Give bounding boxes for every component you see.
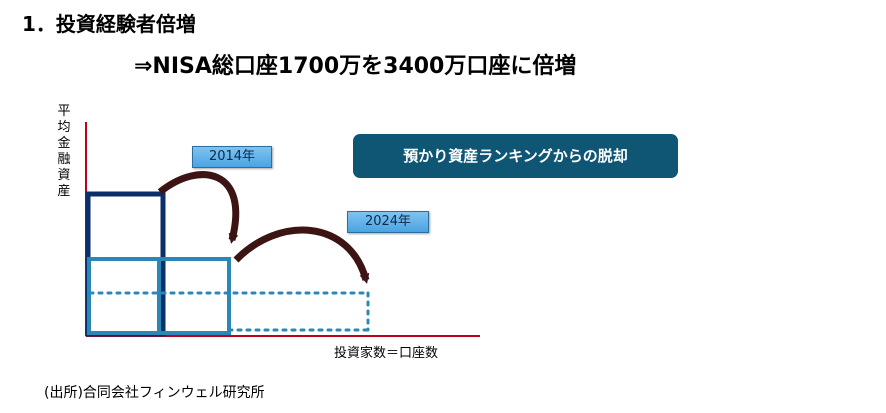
arrow-2014-to-2024 (157, 171, 240, 244)
y-axis-label: 平均金融資産 (57, 104, 71, 199)
year-label-2014: 2014年 (192, 146, 272, 168)
source-note: (出所)合同会社フィンウェル研究所 (44, 385, 265, 401)
arrow-2024-to-target (233, 226, 370, 284)
year-label-2024: 2024年 (347, 211, 429, 233)
page-title: 1．投資経験者倍増 (22, 12, 196, 36)
banner-callout: 預かり資産ランキングからの脱却 (353, 134, 678, 178)
page-subtitle: ⇒NISA総口座1700万を3400万口座に倍増 (134, 54, 577, 79)
box-2014 (85, 191, 166, 337)
x-axis-label: 投資家数＝口座数 (334, 346, 439, 361)
